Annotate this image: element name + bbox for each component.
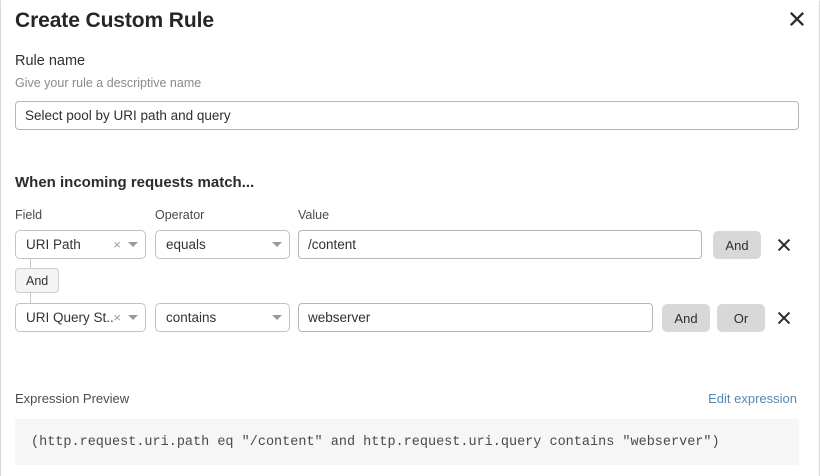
condition-connector-line-top	[30, 259, 31, 270]
and-button-row-2[interactable]: And	[662, 304, 710, 332]
rule-name-hint: Give your rule a descriptive name	[15, 76, 202, 90]
delete-condition-row-1[interactable]	[773, 234, 795, 256]
close-icon[interactable]	[784, 6, 810, 32]
chevron-down-icon	[128, 242, 138, 247]
field-select-row-2[interactable]: URI Query St... ×	[15, 303, 146, 332]
and-button-row-1[interactable]: And	[713, 231, 761, 259]
value-input-row-2[interactable]	[298, 303, 653, 332]
or-button-row-2[interactable]: Or	[717, 304, 765, 332]
chevron-down-icon	[128, 315, 138, 320]
field-select-row-1[interactable]: URI Path ×	[15, 230, 146, 259]
delete-condition-row-2[interactable]	[773, 307, 795, 329]
field-select-row-2-value: URI Query St...	[26, 310, 114, 325]
column-header-operator: Operator	[155, 208, 205, 222]
conditions-heading: When incoming requests match...	[15, 174, 255, 191]
clear-icon[interactable]: ×	[113, 310, 121, 325]
column-header-value: Value	[298, 208, 330, 222]
condition-connector-line-bottom	[30, 292, 31, 303]
value-input-row-1[interactable]	[298, 230, 702, 259]
operator-select-row-1-value: equals	[166, 237, 206, 252]
operator-select-row-2-value: contains	[166, 310, 217, 325]
column-header-field: Field	[15, 208, 43, 222]
field-select-row-1-value: URI Path	[26, 237, 81, 252]
expression-preview-text: (http.request.uri.path eq "/content" and…	[15, 419, 799, 465]
rule-name-input[interactable]	[15, 101, 799, 130]
expression-preview-label: Expression Preview	[15, 391, 130, 406]
rule-name-label: Rule name	[15, 53, 86, 69]
clear-icon[interactable]: ×	[113, 237, 121, 252]
operator-select-row-2[interactable]: contains	[155, 303, 290, 332]
operator-select-row-1[interactable]: equals	[155, 230, 290, 259]
chevron-down-icon	[272, 242, 282, 247]
page-title: Create Custom Rule	[15, 9, 214, 32]
group-connector-and-badge[interactable]: And	[15, 268, 60, 293]
edit-expression-link[interactable]: Edit expression	[708, 391, 797, 406]
chevron-down-icon	[272, 315, 282, 320]
